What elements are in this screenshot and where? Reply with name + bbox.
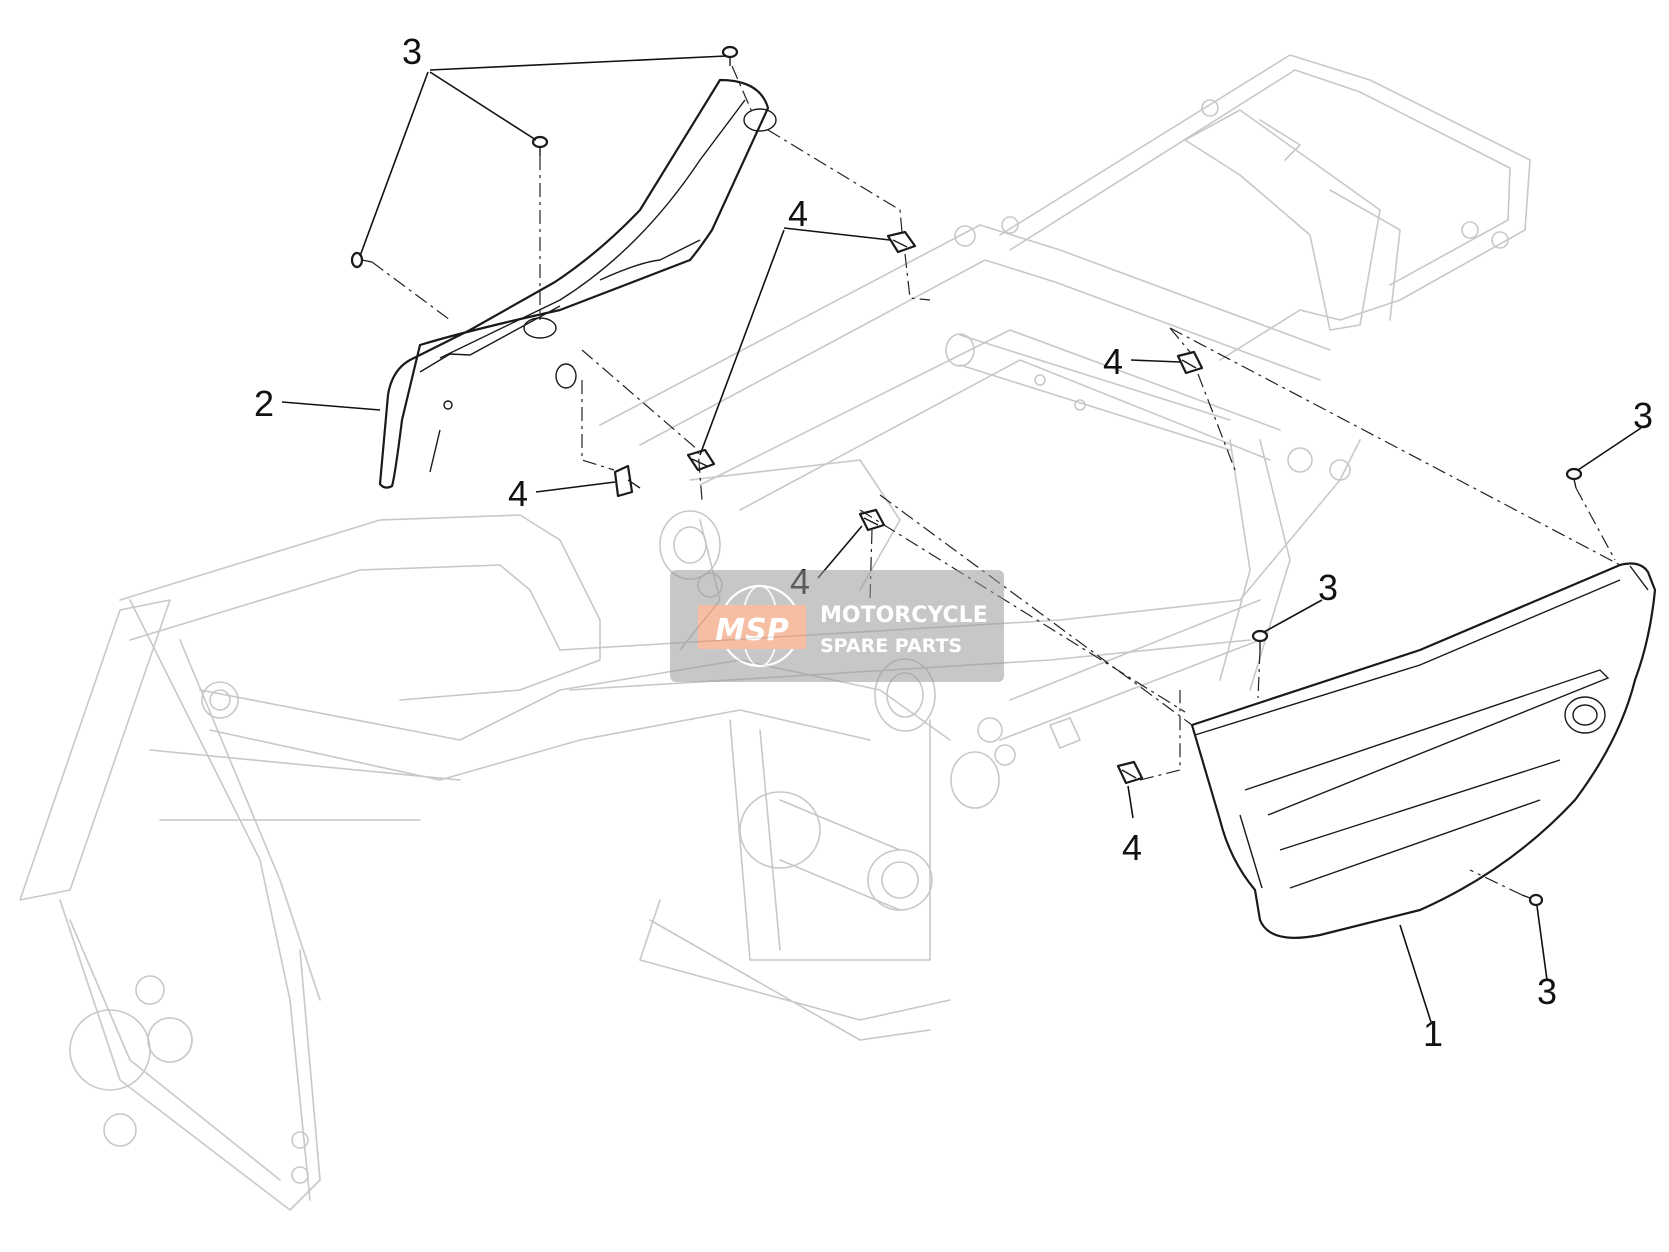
callout-4-top: 4 xyxy=(788,193,808,234)
screws xyxy=(350,45,1583,907)
screw-left xyxy=(350,251,373,269)
callout-1: 1 xyxy=(1423,1013,1443,1054)
screw-right-top xyxy=(1565,467,1583,489)
callout-3-top: 3 xyxy=(402,31,422,72)
callout-4-left: 4 xyxy=(508,473,528,514)
clip-nuts xyxy=(613,230,1204,785)
clip-nut-c xyxy=(613,464,641,498)
watermark-line2: SPARE PARTS xyxy=(820,635,962,657)
clip-nut-e xyxy=(858,508,886,532)
assembly-lines xyxy=(371,65,1621,896)
screw-right-mid xyxy=(1251,629,1269,650)
leader-lines xyxy=(281,55,1642,1023)
callout-3-right-bottom: 3 xyxy=(1537,971,1557,1012)
watermark-logo: MSP xyxy=(715,613,788,648)
watermark-line1: MOTORCYCLE xyxy=(820,603,988,628)
callout-3-right-top: 3 xyxy=(1633,395,1653,436)
upper-side-cover-part xyxy=(378,78,777,489)
screw-right-low xyxy=(1521,893,1544,907)
clip-nut-d xyxy=(1176,350,1204,375)
clip-nut-f xyxy=(1116,760,1144,785)
callout-labels: 3 2 4 4 4 4 4 3 3 3 1 xyxy=(254,31,1653,1054)
callout-2: 2 xyxy=(254,383,274,424)
callout-4-right: 4 xyxy=(1103,341,1123,382)
callout-3-right-mid: 3 xyxy=(1318,567,1338,608)
callout-4-bottom: 4 xyxy=(1122,827,1142,868)
watermark: MSP MOTORCYCLE SPARE PARTS xyxy=(670,570,1004,682)
screw-mid xyxy=(531,135,549,156)
clip-nut-a xyxy=(886,230,917,254)
lower-side-cover-part xyxy=(1190,562,1657,939)
screw-top xyxy=(721,45,739,66)
